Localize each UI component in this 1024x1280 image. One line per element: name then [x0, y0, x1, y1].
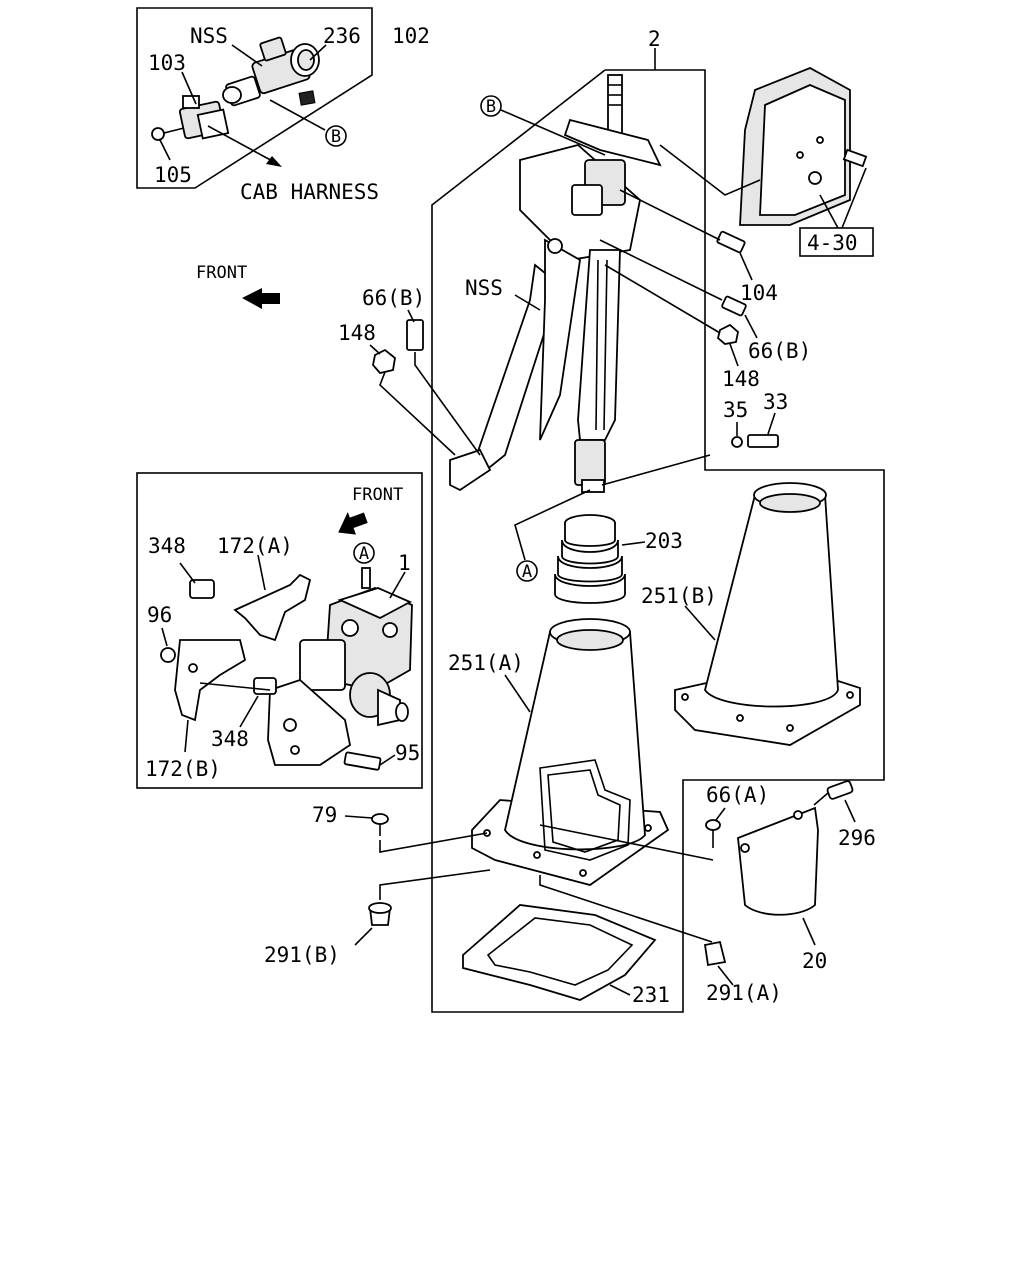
callout-a-inset: A [359, 544, 369, 564]
label-148-right: 148 [722, 367, 760, 391]
label-front-inset: FRONT [352, 485, 403, 505]
boot-251a-part: 251(A) [448, 618, 670, 886]
callout-a-main: A [522, 562, 532, 582]
label-348-bottom: 348 [211, 727, 249, 751]
label-1: 1 [398, 551, 411, 575]
right-fasteners: 104 66(B) 148 35 33 [599, 189, 811, 448]
plate-231-part: 231 [462, 904, 670, 1007]
label-291a: 291(A) [706, 981, 782, 1005]
label-251a: 251(A) [448, 651, 524, 675]
label-291b: 291(B) [264, 943, 340, 967]
switch-inset: B NSS 236 102 103 105 CAB HARNESS [136, 7, 430, 204]
callout-b-top: B [331, 127, 341, 147]
label-66b-right: 66(B) [748, 339, 811, 363]
callout-b-main-group: B [480, 95, 606, 156]
label-66b-left: 66(B) [362, 286, 425, 310]
callout-b-main: B [486, 97, 496, 117]
label-nss-main: NSS [465, 276, 503, 300]
label-35: 35 [723, 398, 748, 422]
label-20: 20 [802, 949, 827, 973]
valve-body-part [267, 567, 413, 766]
label-231: 231 [632, 983, 670, 1007]
label-cab-harness: CAB HARNESS [240, 180, 379, 204]
label-105: 105 [154, 163, 192, 187]
control-lever-tower [449, 74, 662, 493]
bolt-105-part [151, 127, 185, 141]
label-66a: 66(A) [706, 783, 769, 807]
left-fasteners: 66(B) 148 NSS [338, 276, 541, 456]
neutral-switch-part [222, 36, 320, 107]
label-102: 102 [392, 24, 430, 48]
label-104: 104 [740, 281, 778, 305]
label-236: 236 [323, 24, 361, 48]
label-33: 33 [763, 390, 788, 414]
label-348-top: 348 [148, 534, 186, 558]
valve-inset: FRONT A 1 172(A) 348 96 [136, 472, 423, 789]
cover-part-4-30: 4-30 [659, 67, 874, 257]
label-103: 103 [148, 51, 186, 75]
label-95: 95 [395, 741, 420, 765]
front-arrow-icon [242, 288, 280, 309]
label-296: 296 [838, 826, 876, 850]
boot-203-part [554, 514, 626, 604]
label-nss-top: NSS [190, 24, 228, 48]
boot-251b-part: 251(B) [641, 482, 861, 746]
main-assembly-outline: 2 [431, 27, 885, 1013]
front-arrow-top: FRONT [196, 263, 280, 309]
label-203: 203 [645, 529, 683, 553]
label-front-top: FRONT [196, 263, 247, 283]
label-172a: 172(A) [217, 534, 293, 558]
label-96: 96 [147, 603, 172, 627]
front-arrow-inset-icon [338, 512, 368, 535]
label-79: 79 [312, 803, 337, 827]
label-172b: 172(B) [145, 757, 221, 781]
label-4-30: 4-30 [807, 231, 858, 255]
boot-203-group: A 203 [514, 454, 711, 604]
label-2: 2 [648, 27, 661, 51]
label-251b: 251(B) [641, 584, 717, 608]
small-fasteners: 79 291(B) 66(A) 291(A) 296 20 [264, 780, 876, 1005]
label-148-left: 148 [338, 321, 376, 345]
